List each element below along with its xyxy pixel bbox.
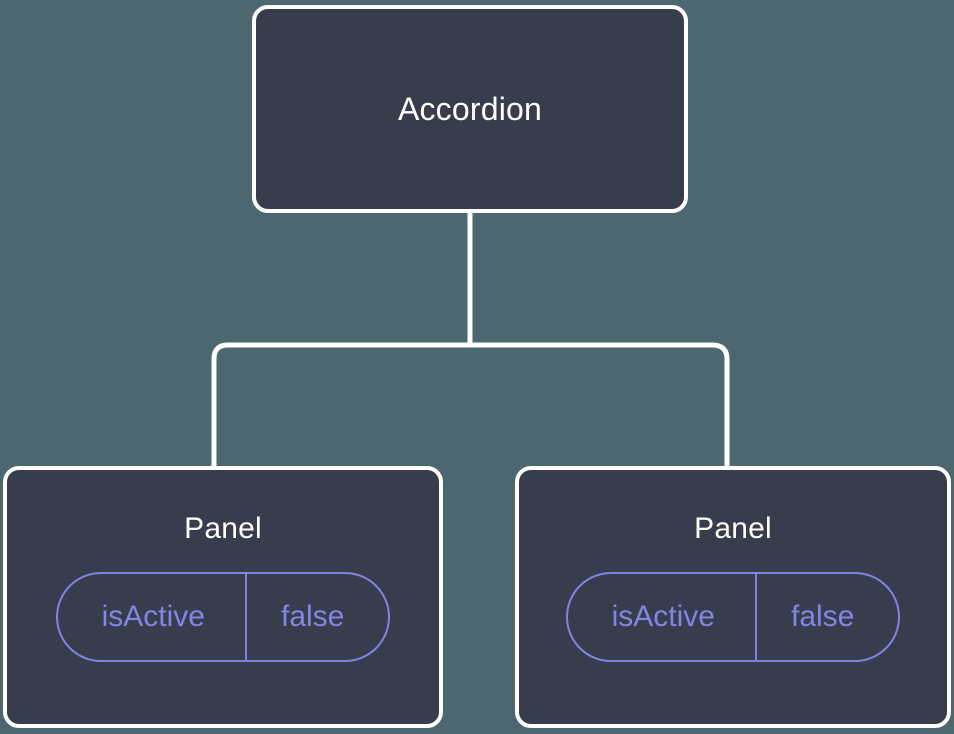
prop-key-isactive: isActive [101,600,205,633]
prop-value-isactive: false [754,574,898,660]
connector-branch-left [211,342,470,468]
prop-value-isactive: false [244,574,388,660]
node-panel-1[interactable]: Panel isActive false [3,466,443,728]
node-panel-2-label: Panel [694,512,772,545]
node-accordion[interactable]: Accordion [252,5,688,213]
prop-badge-panel-2[interactable]: isActive false [565,572,901,662]
connector-branch-right [470,342,730,468]
node-panel-2[interactable]: Panel isActive false [515,466,951,728]
prop-badge-panel-1[interactable]: isActive false [55,572,391,662]
prop-key-isactive: isActive [611,600,715,633]
node-panel-1-label: Panel [184,512,262,545]
node-accordion-label: Accordion [397,91,543,127]
